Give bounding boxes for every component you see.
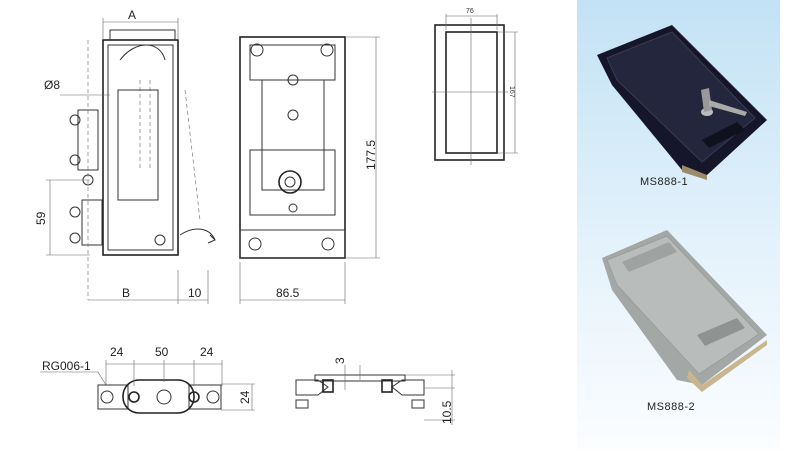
dim-24-height-label: 24 — [238, 390, 252, 404]
product-ms888-1-photo — [597, 25, 767, 180]
dim-24-left-label: 24 — [110, 345, 124, 359]
dim-167-label: 167 — [508, 86, 515, 98]
side-view: A Ø8 59 B 10 — [34, 8, 216, 304]
dim-59-label: 59 — [34, 211, 48, 225]
dim-3-label: 3 — [333, 357, 347, 364]
product-photos — [597, 25, 767, 392]
product-label-ms888-2: MS888-2 — [647, 401, 696, 413]
product-label-ms888-1: MS888-1 — [640, 176, 689, 188]
dim-b-label: B — [122, 286, 130, 300]
panel-cutout-view: 76 167 — [432, 8, 518, 165]
dim-diameter-label: Ø8 — [44, 78, 60, 92]
dim-86-5-label: 86.5 — [276, 286, 300, 300]
dim-24-right-label: 24 — [200, 345, 214, 359]
key-icon — [701, 88, 747, 116]
technical-drawing: A Ø8 59 B 10 177.5 86.5 76 167 — [34, 8, 518, 425]
bracket-top-view: 24 50 24 24 RG006-1 — [40, 345, 255, 414]
dim-10-label: 10 — [188, 286, 202, 300]
front-view: 177.5 86.5 — [239, 36, 380, 304]
product-photo-panel: MS888-1 MS888-2 — [577, 0, 780, 450]
dim-10-5-label: 10.5 — [440, 400, 454, 424]
dim-177-5-label: 177.5 — [364, 140, 378, 170]
dim-a-label: A — [128, 8, 136, 22]
part-label-rg006-1: RG006-1 — [42, 359, 91, 373]
product-ms888-2-photo — [602, 230, 767, 392]
dim-50-label: 50 — [155, 345, 169, 359]
bracket-side-view: 3 10.5 — [295, 357, 455, 425]
dim-76-label: 76 — [466, 8, 474, 15]
